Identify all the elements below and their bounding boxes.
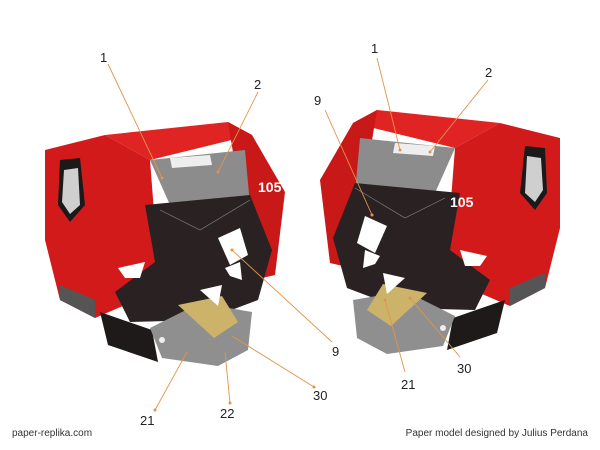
label-9: 9 [332, 344, 339, 359]
site-credit: paper-replika.com [12, 428, 93, 439]
left-model [44, 121, 286, 367]
designer-credit: Paper model designed by Julius Perdana [405, 428, 588, 439]
decal-105-right: 105 [450, 194, 474, 210]
left-leaders [107, 63, 333, 412]
label-1: 1 [371, 41, 378, 56]
right-model [319, 109, 561, 355]
decal-105-left: 105 [258, 179, 282, 195]
label-30: 30 [313, 388, 327, 403]
label-21: 21 [140, 413, 154, 428]
label-30: 30 [457, 361, 471, 376]
label-9: 9 [314, 93, 321, 108]
label-22: 22 [220, 406, 234, 421]
label-21: 21 [401, 377, 415, 392]
right-leaders [324, 57, 489, 373]
label-1: 1 [100, 50, 107, 65]
label-2: 2 [485, 65, 492, 80]
label-2: 2 [254, 77, 261, 92]
